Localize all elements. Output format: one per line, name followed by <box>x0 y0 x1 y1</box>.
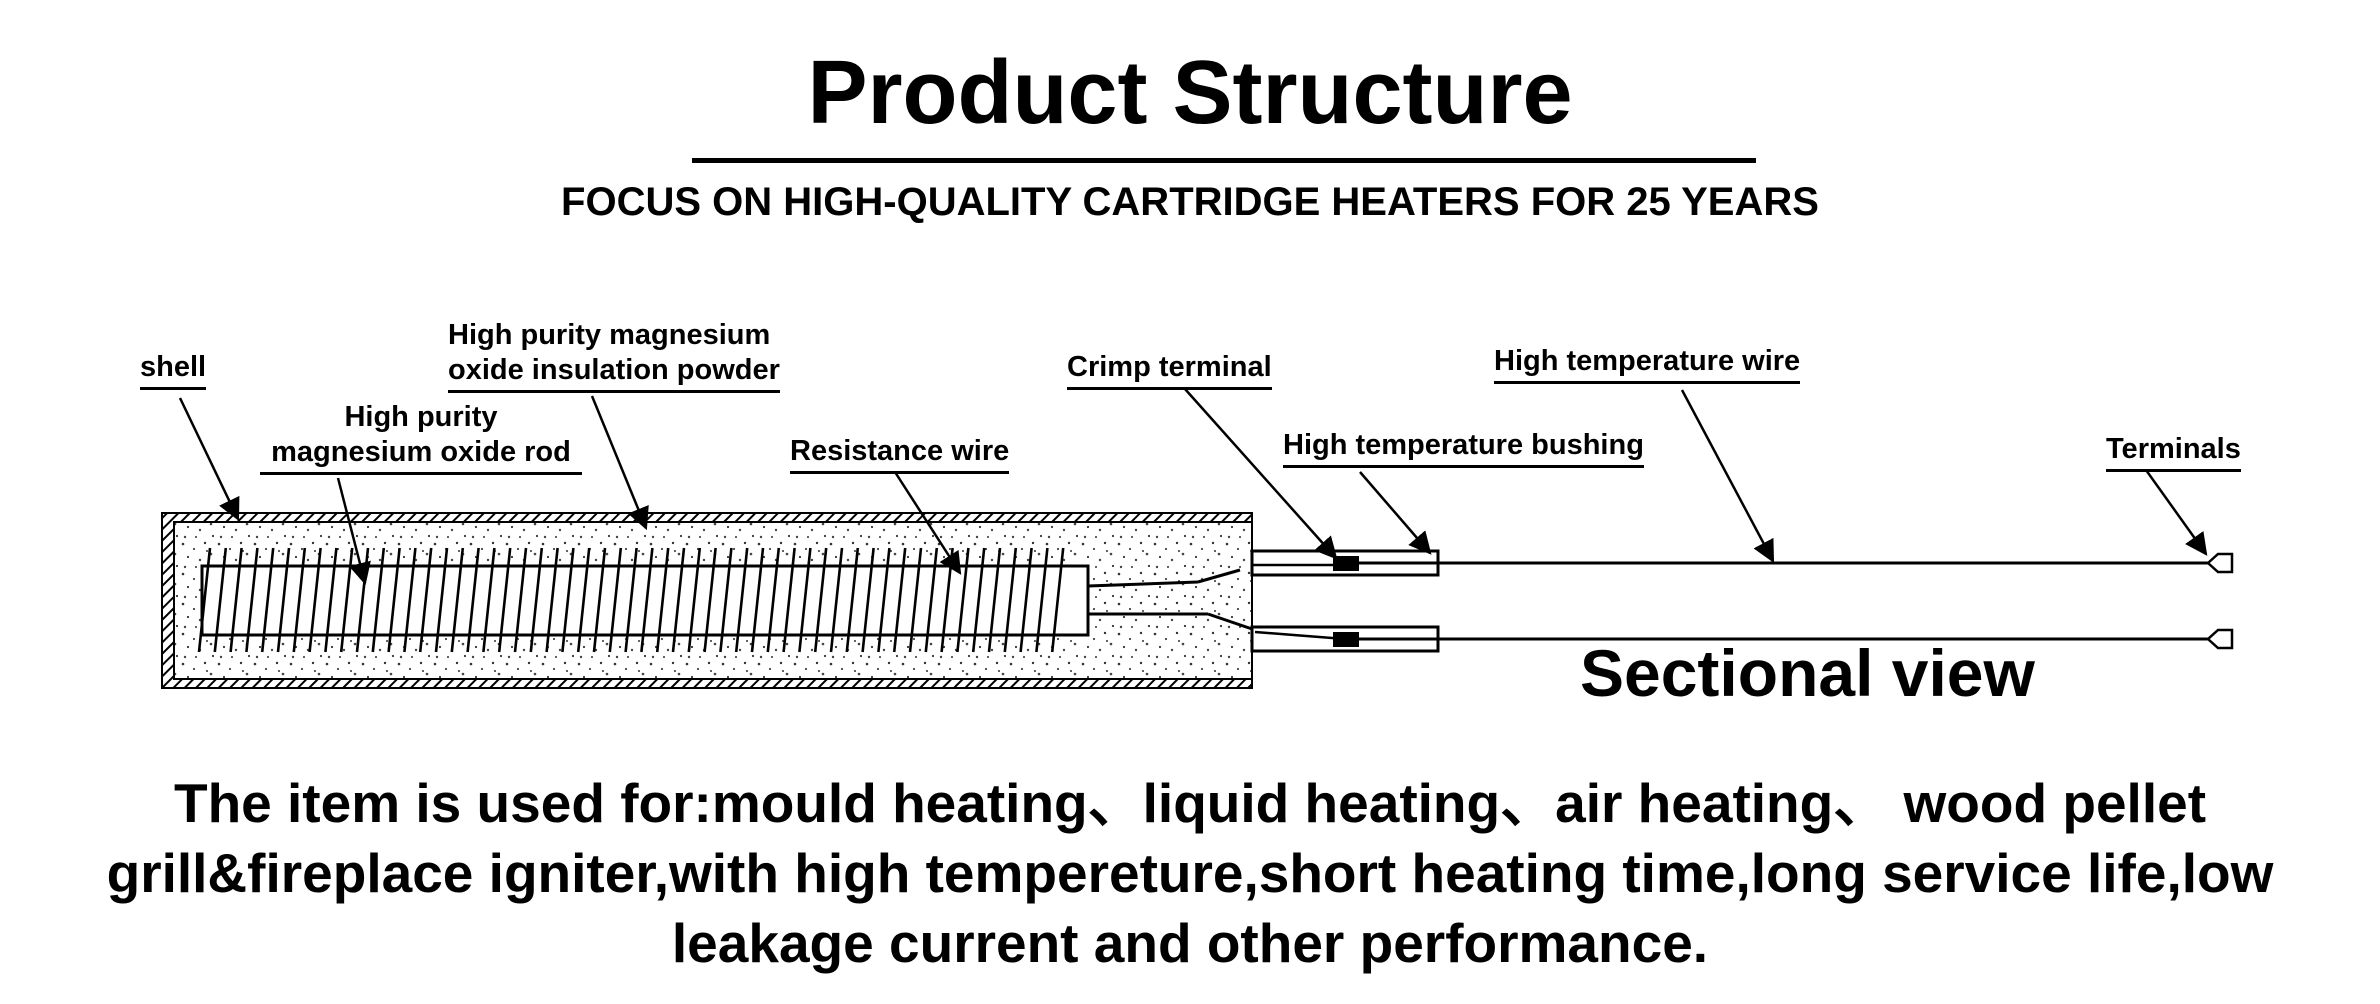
coil-turn <box>1035 547 1049 653</box>
cartridge-heater-sectional-diagram <box>161 388 2234 689</box>
coil-turn <box>719 547 733 653</box>
label-crimp-terminal: Crimp terminal <box>1067 350 1272 390</box>
coil-turn <box>260 547 275 653</box>
leader-high-temp-wire <box>1680 389 1775 563</box>
leader-bushing <box>1359 471 1432 555</box>
label-shell: shell <box>140 350 207 390</box>
coil-turn <box>687 547 702 653</box>
coil-turn <box>971 547 986 653</box>
coil-turn <box>892 547 907 653</box>
crimp-terminal <box>1333 556 1359 647</box>
coil-turn <box>576 547 591 653</box>
coil-turn <box>987 547 1002 653</box>
label-high-temp-wire: High temperature wire <box>1494 344 1801 384</box>
coil-turn <box>482 547 496 653</box>
coil-turn <box>308 547 322 653</box>
leader-terminals <box>2144 469 2208 556</box>
coil-turn <box>877 547 891 653</box>
leader-lines <box>178 388 2208 586</box>
coil-turn <box>1003 547 1018 653</box>
high-temperature-wire <box>1359 561 2208 641</box>
label-mgo-powder-line2: oxide insulation powder <box>448 353 780 393</box>
leader-mgo-powder <box>590 395 649 531</box>
coil-turn <box>766 547 781 653</box>
coil-turn <box>387 547 401 653</box>
coil-turn <box>245 547 259 653</box>
coil-turn <box>561 547 575 653</box>
coil-turn <box>671 547 686 653</box>
coil-turn <box>956 547 970 653</box>
label-mgo-rod: High purity magnesium oxide rod <box>260 400 582 475</box>
coil-turn <box>829 547 844 653</box>
coil-turn <box>703 547 717 653</box>
label-terminals: Terminals <box>2106 432 2241 472</box>
title-underline <box>692 158 1756 163</box>
coil-turn <box>861 547 875 653</box>
coil-turn <box>813 547 828 653</box>
coil-turn <box>608 547 623 653</box>
coil-turn <box>434 547 449 653</box>
wire-terminals <box>2206 552 2234 650</box>
coil-turn <box>592 547 607 653</box>
coil-turn <box>1019 547 1033 653</box>
coil-turn <box>640 547 654 653</box>
leader-resistance-wire <box>893 471 962 575</box>
coil-turn <box>276 547 291 653</box>
usage-description: The item is used for:mould heating、liqui… <box>106 772 2274 974</box>
label-mgo-rod-line2: magnesium oxide rod <box>260 435 582 475</box>
leader-shell <box>178 397 240 522</box>
sectional-view-caption: Sectional view <box>1580 636 2035 710</box>
label-high-temp-bushing: High temperature bushing <box>1283 428 1644 468</box>
coil-turn <box>513 547 528 653</box>
coil-turn <box>497 547 512 653</box>
coil-turn <box>529 547 544 653</box>
coil-turn <box>545 547 559 653</box>
coil-turn <box>324 547 338 653</box>
coil-turn <box>908 547 923 653</box>
label-mgo-powder-line1: High purity magnesium <box>448 319 771 351</box>
coil-turn <box>450 547 465 653</box>
coil-turn <box>371 547 386 653</box>
label-resistance-wire: Resistance wire <box>790 434 1010 474</box>
coil-turn <box>418 547 433 653</box>
coil-turn <box>1050 547 1065 653</box>
coil-turn <box>292 547 307 653</box>
coil-turn <box>655 547 670 653</box>
coil-turn <box>213 547 228 653</box>
internal-leads <box>1087 568 1256 632</box>
coil-turn <box>845 547 860 653</box>
leader-mgo-rod <box>336 477 371 586</box>
label-mgo-rod-line1: High purity <box>344 401 498 433</box>
coil-turn <box>229 547 243 653</box>
coil-turn <box>466 547 480 653</box>
page-title: Product Structure <box>807 43 1573 143</box>
coil-turn <box>924 547 939 653</box>
leader-crimp-terminal <box>1184 388 1338 560</box>
coil-turn <box>624 547 638 653</box>
coil-turn <box>798 547 812 653</box>
coil-turn <box>734 547 749 653</box>
bushing-inner-leads <box>1252 563 1346 641</box>
coil-turn <box>782 547 796 653</box>
page-subtitle: FOCUS ON HIGH-QUALITY CARTRIDGE HEATERS … <box>561 180 1819 224</box>
coil-turn <box>403 547 417 653</box>
coil-turn <box>197 547 212 653</box>
coil-turn <box>750 547 765 653</box>
label-mgo-powder: High purity magnesium oxide insulation p… <box>448 318 780 393</box>
